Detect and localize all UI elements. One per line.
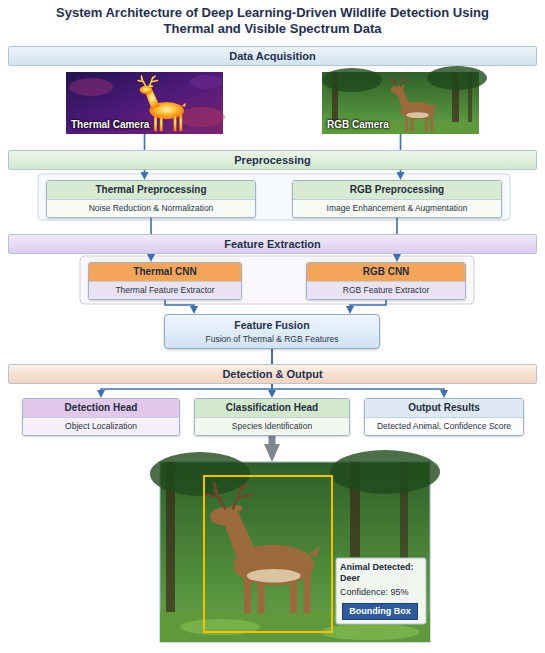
box-body: Object Localization xyxy=(23,418,179,435)
detection-label: Animal Detected: Deer xyxy=(340,562,422,584)
box-heading: Thermal CNN xyxy=(89,263,241,282)
image-label: Thermal Camera xyxy=(71,119,149,131)
result-arrow xyxy=(269,436,276,444)
band-title: Preprocessing xyxy=(234,154,310,167)
info-panel xyxy=(336,558,426,624)
bounding-box-frame xyxy=(204,476,332,632)
diagram-title: System Architecture of Deep Learning-Dri… xyxy=(50,5,495,37)
section-band: Preprocessing xyxy=(8,150,537,170)
band-title: Feature Extraction xyxy=(224,238,321,251)
box-heading: Detection Head xyxy=(23,399,179,418)
result-image xyxy=(150,450,440,642)
process-box: RGB CNNRGB Feature Extractor xyxy=(306,262,466,300)
box-body: RGB Feature Extractor xyxy=(307,282,465,299)
box-heading: Classification Head xyxy=(195,399,349,418)
box-body: Species Identification xyxy=(195,418,349,435)
band-title: Detection & Output xyxy=(222,368,322,381)
flow-arrow xyxy=(350,300,386,306)
box-heading: RGB Preprocessing xyxy=(293,181,501,200)
box-body: Fusion of Thermal & RGB Features xyxy=(171,334,373,344)
image-label: RGB Camera xyxy=(327,119,389,131)
section-band: Data Acquisition xyxy=(8,46,537,66)
box-body: Thermal Feature Extractor xyxy=(89,282,241,299)
process-box: Classification HeadSpecies Identificatio… xyxy=(194,398,350,436)
camera-image: RGB Camera xyxy=(322,72,479,134)
box-heading: RGB CNN xyxy=(307,263,465,282)
section-outline xyxy=(80,256,474,304)
process-box: Thermal PreprocessingNoise Reduction & N… xyxy=(46,180,256,218)
tag-label: Bounding Box xyxy=(347,606,413,617)
box-body: Detected Animal, Confidence Score xyxy=(365,418,523,435)
box-body: Noise Reduction & Normalization xyxy=(47,200,255,217)
confidence-label: Confidence: 95% xyxy=(340,587,422,598)
band-title: Data Acquisition xyxy=(229,50,315,63)
rgb-image xyxy=(322,66,487,134)
box-heading: Thermal Preprocessing xyxy=(47,181,255,200)
section-band: Feature Extraction xyxy=(8,234,537,254)
process-box: Detection HeadObject Localization xyxy=(22,398,180,436)
box-heading: Output Results xyxy=(365,399,523,418)
box-heading: Feature Fusion xyxy=(171,319,373,332)
box-body: Image Enhancement & Augmentation xyxy=(293,200,501,217)
thermal-image xyxy=(66,72,225,134)
result-text-column: Animal Detected: DeerConfidence: 95% xyxy=(340,562,422,598)
camera-image: Thermal Camera xyxy=(66,72,223,134)
process-box: Thermal CNNThermal Feature Extractor xyxy=(88,262,242,300)
bounding-box-tag: Bounding Box xyxy=(342,603,418,620)
fusion-box: Feature FusionFusion of Thermal & RGB Fe… xyxy=(164,314,380,349)
process-box: RGB PreprocessingImage Enhancement & Aug… xyxy=(292,180,502,218)
result-card: Animal Detected: DeerConfidence: 95% Boun… xyxy=(160,462,430,642)
section-outline xyxy=(38,174,510,220)
process-box: Output ResultsDetected Animal, Confidenc… xyxy=(364,398,524,436)
section-band: Detection & Output xyxy=(8,364,537,384)
flow-arrow xyxy=(165,300,194,306)
